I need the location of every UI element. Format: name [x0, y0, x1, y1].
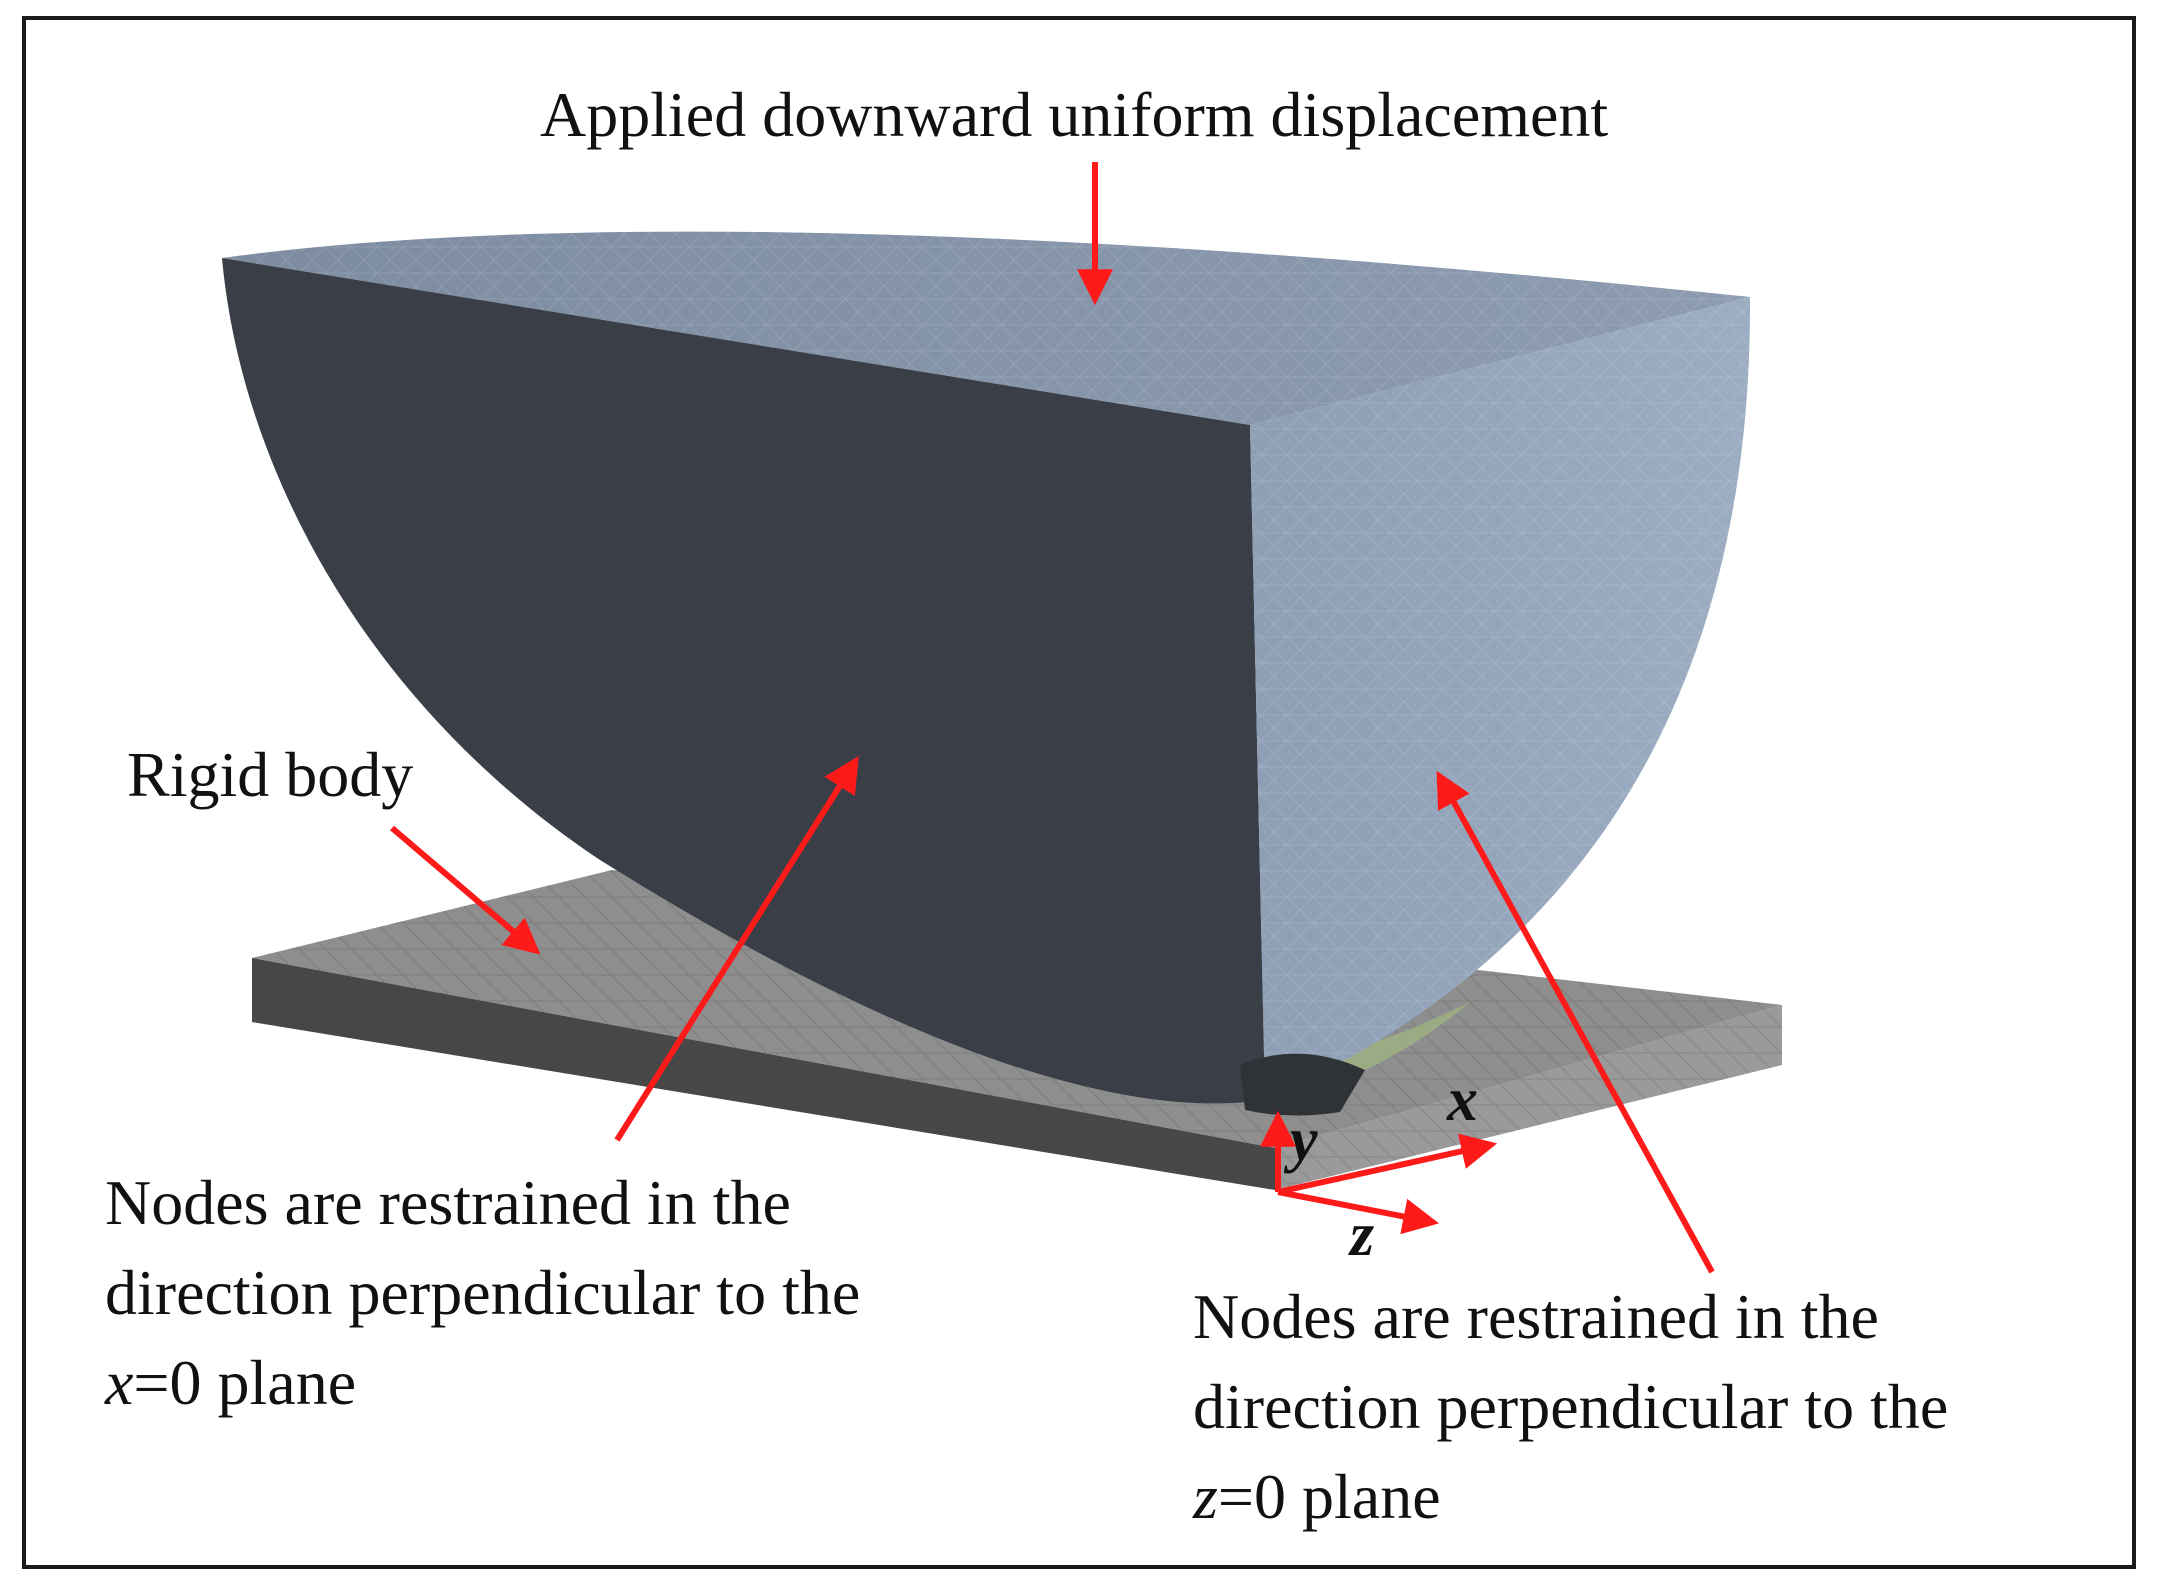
- label-rigid-body: Rigid body: [127, 739, 414, 810]
- arrow-x0-plane: [614, 755, 859, 1142]
- label-x0-var: x: [105, 1347, 134, 1418]
- arrow-z0-plane: [1436, 770, 1715, 1274]
- label-z0-var: z: [1193, 1461, 1218, 1532]
- label-x0-line2: direction perpendicular to the: [105, 1257, 861, 1328]
- plate-front-face: [252, 958, 1275, 1190]
- label-x0-line1: Nodes are restrained in the: [105, 1167, 791, 1238]
- axis-y-label: y: [1290, 1106, 1318, 1174]
- label-applied-displacement: Applied downward uniform displacement: [540, 79, 1609, 150]
- coordinate-axes: [1260, 1110, 1498, 1235]
- label-z0-line3: z=0 plane: [1193, 1452, 1948, 1542]
- label-x0-line3: x=0 plane: [105, 1338, 860, 1428]
- label-z0-plane-block: Nodes are restrained in the direction pe…: [1193, 1272, 1948, 1542]
- label-z0-line2: direction perpendicular to the: [1193, 1371, 1949, 1442]
- axis-z-label: z: [1350, 1201, 1375, 1269]
- x0-plane-face: [222, 258, 1265, 1104]
- figure-border: [22, 16, 2136, 1569]
- annotation-arrows: [390, 162, 1715, 1274]
- axis-z-arrow: [1277, 1189, 1440, 1235]
- arrow-rigid-body: [390, 825, 541, 955]
- ellipsoid-quarter-body: [222, 231, 1751, 1116]
- label-z0-rest: =0 plane: [1217, 1461, 1441, 1532]
- bottom-dark-edge: [1240, 1053, 1365, 1116]
- axis-x-label: x: [1447, 1066, 1478, 1134]
- label-z0-line1: Nodes are restrained in the: [1193, 1281, 1879, 1352]
- label-x0-rest: =0 plane: [133, 1347, 357, 1418]
- label-x0-plane-block: Nodes are restrained in the direction pe…: [105, 1158, 860, 1428]
- axis-x-arrow: [1277, 1133, 1498, 1195]
